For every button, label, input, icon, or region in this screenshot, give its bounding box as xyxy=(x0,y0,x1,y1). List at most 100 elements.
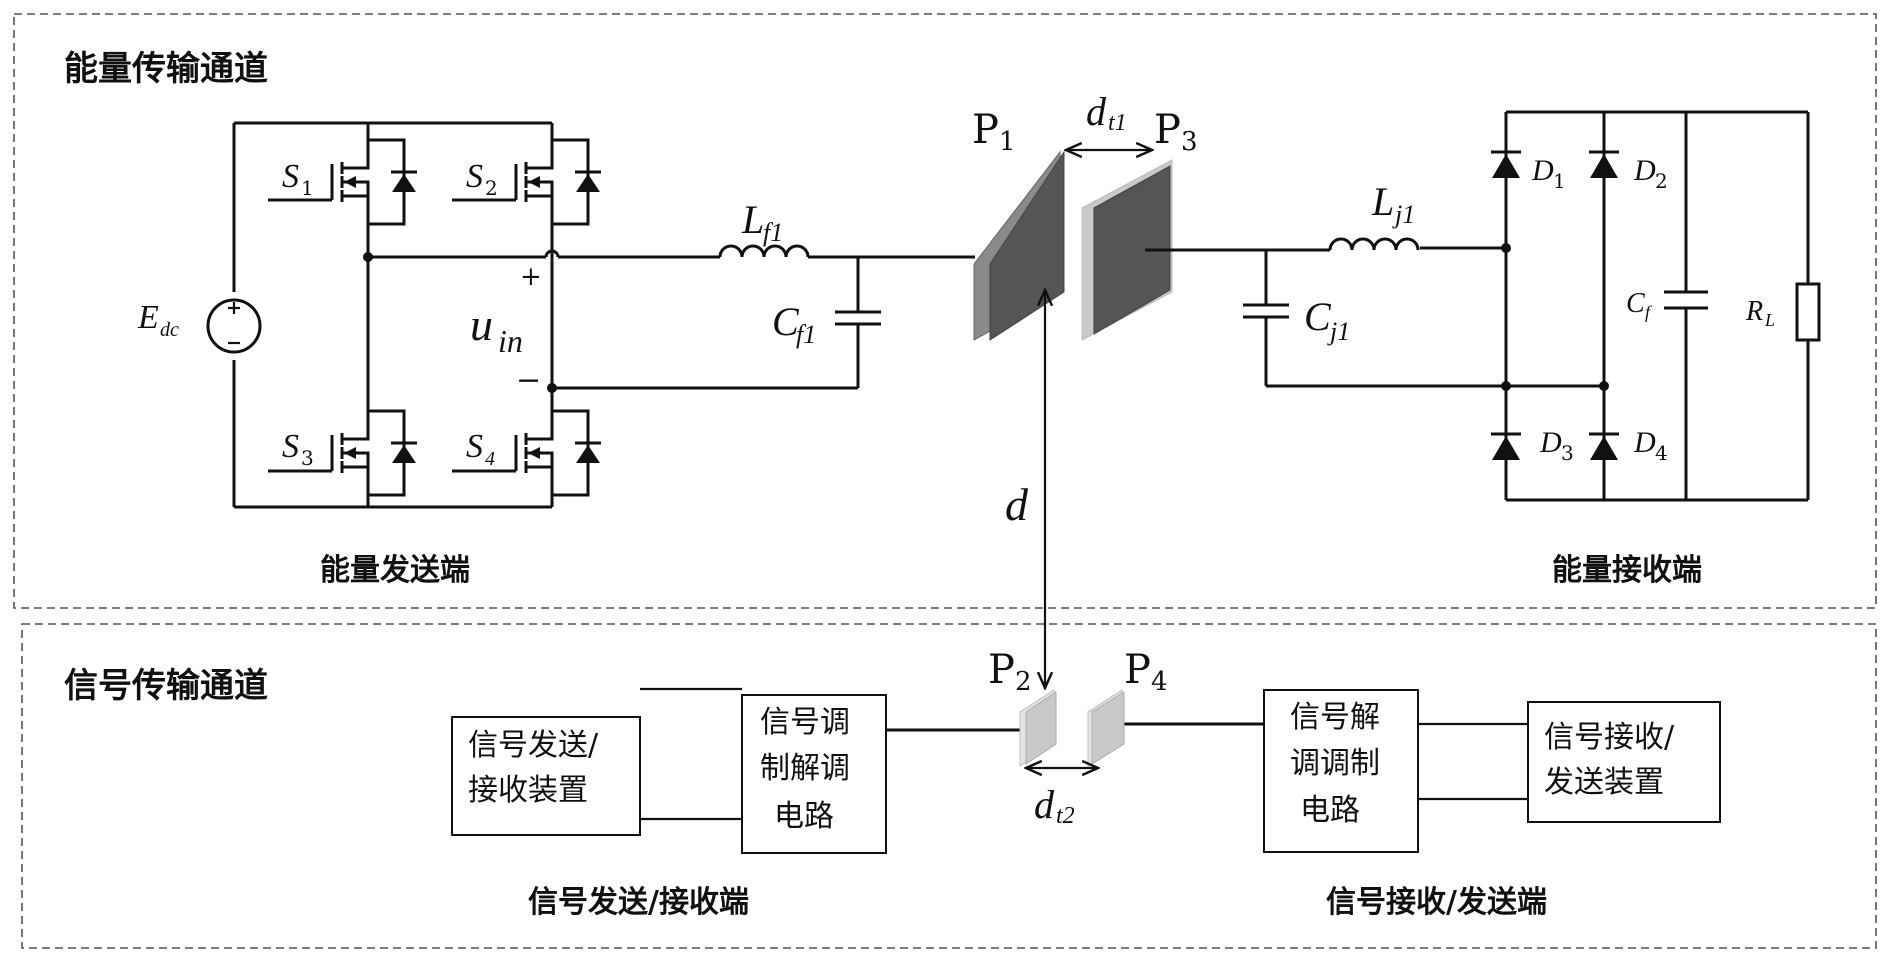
signal-sender-label: 信号发送/接收端 xyxy=(528,885,749,920)
plate-p1 xyxy=(973,150,1065,341)
svg-text:D: D xyxy=(1633,154,1656,187)
svg-text:1: 1 xyxy=(1553,169,1566,193)
wire-crossing xyxy=(544,249,560,258)
d-label: d xyxy=(1005,479,1029,530)
svg-text:2: 2 xyxy=(1015,667,1032,697)
svg-text:u: u xyxy=(470,299,493,350)
svg-text:4: 4 xyxy=(1151,667,1168,697)
capacitor-cf1-label: Cf1 xyxy=(772,299,816,349)
resistor-rl xyxy=(1795,282,1821,342)
right-device-line1: 信号接收/ xyxy=(1544,720,1675,755)
left-device-line1: 信号发送/ xyxy=(468,728,599,763)
svg-text:1: 1 xyxy=(999,127,1016,157)
svg-text:S: S xyxy=(282,158,299,195)
svg-text:1: 1 xyxy=(301,176,314,200)
diode-d3 xyxy=(1491,432,1521,460)
svg-text:P: P xyxy=(988,647,1015,693)
energy-sender-label: 能量发送端 xyxy=(320,553,470,588)
switch-group xyxy=(268,138,601,497)
left-modem-line3: 电路 xyxy=(774,799,834,834)
right-modem-line1: 信号解 xyxy=(1290,700,1380,735)
plate-p4 xyxy=(1087,689,1125,767)
right-modem-line3: 电路 xyxy=(1300,793,1360,828)
diode-d2 xyxy=(1589,150,1619,178)
svg-text:3: 3 xyxy=(1181,127,1198,157)
svg-text:R: R xyxy=(1745,296,1763,327)
svg-text:S: S xyxy=(282,428,299,465)
capacitor-cf1 xyxy=(835,257,881,388)
energy-channel-title: 能量传输通道 xyxy=(64,49,268,89)
signal-wiring xyxy=(640,687,1528,821)
svg-text:S: S xyxy=(466,428,483,465)
uin-plus: + xyxy=(520,262,542,292)
right-modem-box xyxy=(1263,689,1419,853)
diode-d1 xyxy=(1491,150,1521,178)
svg-text:3: 3 xyxy=(1561,441,1574,465)
plate-p2 xyxy=(1019,689,1057,767)
plate-p3 xyxy=(1081,159,1173,341)
right-device-line2: 发送装置 xyxy=(1544,765,1664,800)
inductor-lj1 xyxy=(1328,237,1420,251)
svg-text:L: L xyxy=(1764,310,1775,330)
svg-text:C: C xyxy=(772,299,800,344)
svg-text:D: D xyxy=(1531,154,1554,187)
svg-text:C: C xyxy=(1304,294,1332,339)
inductor-lf1 xyxy=(718,244,975,259)
energy-channel-panel xyxy=(13,13,1877,609)
svg-text:t1: t1 xyxy=(1108,110,1127,136)
svg-text:S: S xyxy=(466,158,483,195)
inductor-lf1-label: Lf1 xyxy=(741,197,783,247)
svg-text:j1: j1 xyxy=(1327,317,1350,346)
svg-text:D: D xyxy=(1539,426,1562,459)
switch-s4 xyxy=(452,409,601,497)
right-signal-device-box xyxy=(1527,701,1721,823)
svg-text:2: 2 xyxy=(485,176,498,200)
svg-text:2: 2 xyxy=(1655,169,1668,193)
svg-text:4: 4 xyxy=(485,448,495,470)
svg-text:P: P xyxy=(972,107,999,153)
diode-d4 xyxy=(1589,432,1619,460)
svg-text:f1: f1 xyxy=(796,320,816,349)
svg-text:3: 3 xyxy=(301,446,314,470)
svg-text:t2: t2 xyxy=(1056,803,1075,829)
left-modem-line1: 信号调 xyxy=(760,705,850,740)
dc-voltage-source xyxy=(206,298,262,354)
receiver-wiring xyxy=(1145,110,1810,502)
left-device-line2: 接收装置 xyxy=(468,773,588,808)
svg-text:P: P xyxy=(1124,647,1151,693)
svg-text:d: d xyxy=(1086,89,1107,134)
left-modem-line2: 制解调 xyxy=(760,751,850,786)
left-modem-box xyxy=(741,694,887,854)
signal-channel-panel xyxy=(21,623,1877,949)
svg-text:f: f xyxy=(1645,302,1653,322)
svg-text:C: C xyxy=(1626,288,1645,319)
right-modem-line2: 调调制 xyxy=(1290,746,1380,781)
svg-text:4: 4 xyxy=(1655,441,1668,465)
svg-text:in: in xyxy=(498,323,523,359)
svg-text:dc: dc xyxy=(160,319,179,341)
capacitor-cf xyxy=(1664,290,1708,310)
svg-text:E: E xyxy=(137,299,159,336)
svg-text:d: d xyxy=(1034,782,1055,827)
svg-text:L: L xyxy=(1371,179,1394,224)
